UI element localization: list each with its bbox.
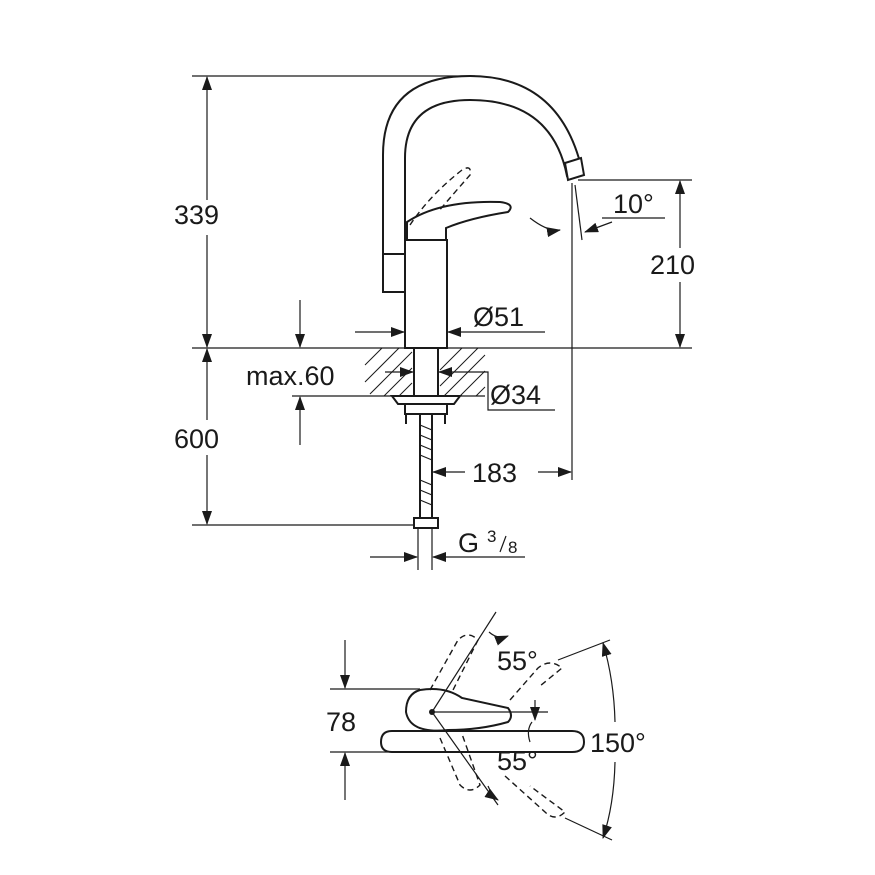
hose-braid xyxy=(419,424,433,506)
angle-55-upper-label: 55° xyxy=(497,646,538,676)
lever-alt-position xyxy=(409,167,472,226)
dim-183-label: 183 xyxy=(472,458,517,488)
dim-600-label: 600 xyxy=(174,424,219,454)
lever-upper-position xyxy=(429,634,479,693)
dim-78-label: 78 xyxy=(326,707,356,737)
lever-lower-right-position xyxy=(504,775,567,818)
dia-34-leader xyxy=(470,371,555,411)
angle-10-arrow-left xyxy=(529,217,561,238)
angle-55-lower-label: 55° xyxy=(497,746,538,776)
spout-angle-line xyxy=(574,184,583,241)
g38-fraction-numerator: 3 xyxy=(487,527,496,546)
angle-150-arrow-up xyxy=(601,642,616,723)
dia-51-label: Ø51 xyxy=(473,302,524,332)
dia-34-label: Ø34 xyxy=(490,380,541,410)
mounting-nut xyxy=(404,403,448,415)
lever-handle xyxy=(406,200,512,241)
angle-55-upper-line xyxy=(431,611,497,713)
angle-150-label: 150° xyxy=(590,728,646,758)
angle-55-lower-arrow xyxy=(484,785,499,801)
angle-10-label: 10° xyxy=(613,189,654,219)
g38-fraction-slash xyxy=(499,535,507,553)
mounting-plate xyxy=(390,395,462,405)
angle-10-arrow-right xyxy=(584,221,613,233)
top-view: 78 55° 55° 150° xyxy=(326,611,646,841)
aerator xyxy=(563,156,586,182)
angle-55-lower-arc xyxy=(527,721,533,743)
angle-150-upper-line xyxy=(557,639,611,661)
g38-label: G xyxy=(458,528,479,558)
angle-150-lower-line xyxy=(564,817,613,841)
shank xyxy=(413,347,439,399)
dim-210-label: 210 xyxy=(650,250,695,280)
lever-upper-right-position xyxy=(509,662,564,701)
base-outline xyxy=(379,730,586,753)
g38-fraction-denominator: 8 xyxy=(508,538,517,557)
angle-150-arrow-down xyxy=(602,761,616,839)
angle-55-upper-arrow-a xyxy=(488,631,509,646)
side-view: 339 600 210 10° Ø51 xyxy=(174,74,695,570)
dim-339-label: 339 xyxy=(174,200,219,230)
max60-label: max.60 xyxy=(246,361,335,391)
tap-body xyxy=(404,239,448,349)
hose-fitting xyxy=(413,517,439,529)
lever-top-view xyxy=(404,688,512,732)
lever-lower-position xyxy=(439,733,481,791)
